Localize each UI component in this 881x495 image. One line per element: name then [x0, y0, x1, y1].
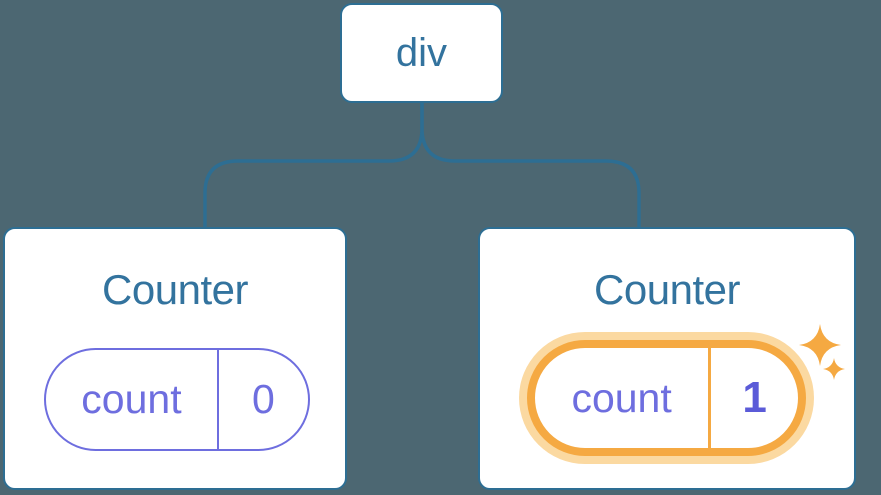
- state-key: count: [535, 348, 712, 448]
- root-node-div: div: [340, 3, 503, 103]
- state-key: count: [46, 350, 219, 449]
- sparkle-icon: [799, 324, 845, 380]
- component-title: Counter: [102, 266, 248, 313]
- component-card-counter-left: Counter count 0: [3, 227, 347, 490]
- component-title: Counter: [594, 266, 740, 313]
- state-pill: count 0: [44, 348, 310, 451]
- component-card-counter-right: Counter count 1: [478, 227, 856, 490]
- state-value: 1: [742, 373, 767, 422]
- state-value: 0: [252, 376, 275, 422]
- state-pill-highlighted: count 1: [527, 340, 806, 456]
- root-node-label: div: [395, 30, 448, 75]
